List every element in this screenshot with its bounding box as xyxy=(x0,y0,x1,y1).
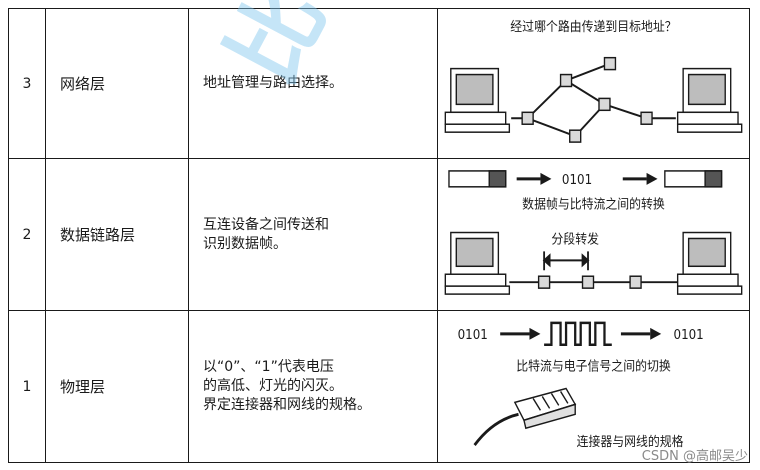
route-links xyxy=(511,62,676,138)
table-row: 1 物理层 以“0”、“1”代表电压 的高低、灯光的闪灭。 界定连接器和网线的规… xyxy=(8,310,750,463)
layer-number: 2 xyxy=(8,158,46,311)
square-wave-icon xyxy=(544,321,612,347)
description-line: 界定连接器和网线的规格。 xyxy=(203,397,371,413)
table-row: 2 数据链路层 互连设备之间传送和 识别数据帧。 0101 xyxy=(8,158,750,311)
bitstream-in-text: 0101 xyxy=(458,326,488,342)
computer-icon xyxy=(444,231,511,295)
network-connector-icon xyxy=(473,387,577,447)
physical-figure-cell: 0101 0101 比特流与电子信号之间的切换 xyxy=(437,310,750,463)
computer-icon xyxy=(676,231,743,295)
layer-number: 3 xyxy=(8,8,46,159)
router-node-icon xyxy=(603,56,617,71)
router-node-icon xyxy=(569,129,582,143)
layer-number: 1 xyxy=(8,310,46,463)
network-figure-cell: 经过哪个路由传递到目标地址？ xyxy=(437,8,750,159)
computer-icon xyxy=(444,67,511,133)
router-node-icon xyxy=(629,275,642,289)
bitstream-text: 0101 xyxy=(562,171,592,187)
bitstream-out-text: 0101 xyxy=(674,326,704,342)
credit-text: CSDN @高邮吴少 xyxy=(641,449,748,464)
router-node-icon xyxy=(521,111,534,125)
segment-label: 分段转发 xyxy=(551,231,599,247)
description-line: 地址管理与路由选择。 xyxy=(203,75,343,91)
layer-name: 物理层 xyxy=(45,310,189,463)
datalink-caption: 数据帧与比特流之间的转换 xyxy=(522,196,665,212)
description-line: 以“0”、“1”代表电压 xyxy=(203,359,334,375)
arrow-right-icon xyxy=(516,172,552,185)
arrow-right-icon xyxy=(500,327,541,340)
layer-description: 互连设备之间传送和 识别数据帧。 xyxy=(188,158,438,311)
router-node-icon xyxy=(598,97,611,112)
signal-diagram: 0101 0101 比特流与电子信号之间的切换 xyxy=(458,321,704,450)
layer-description: 以“0”、“1”代表电压 的高低、灯光的闪灭。 界定连接器和网线的规格。 xyxy=(188,310,438,463)
data-frame-icon xyxy=(664,170,723,188)
routing-diagram: 经过哪个路由传递到目标地址？ xyxy=(444,18,743,143)
description-line: 的高低、灯光的闪灭。 xyxy=(203,378,343,394)
router-node-icon xyxy=(537,275,551,289)
layer-description: 地址管理与路由选择。 xyxy=(188,8,438,159)
network-caption: 经过哪个路由传递到目标地址？ xyxy=(510,18,676,34)
router-node-icon xyxy=(559,73,573,88)
double-arrow-icon xyxy=(542,251,590,271)
arrow-right-icon xyxy=(620,327,662,340)
data-frame-icon xyxy=(448,170,507,188)
router-node-icon xyxy=(581,275,595,289)
layer-name: 数据链路层 xyxy=(45,158,189,311)
computer-icon xyxy=(676,67,743,133)
physical-caption: 比特流与电子信号之间的切换 xyxy=(516,358,671,374)
description-line: 互连设备之间传送和 xyxy=(203,216,329,233)
connector-caption: 连接器与网线的规格 xyxy=(577,434,685,450)
table-row: 3 网络层 地址管理与路由选择。 经过哪个路由传递到目标地址？ xyxy=(8,8,750,159)
layer-name: 网络层 xyxy=(45,8,189,159)
osi-layer-table: 3 网络层 地址管理与路由选择。 经过哪个路由传递到目标地址？ xyxy=(8,8,750,463)
frame-diagram: 0101 数据帧与比特流之间的转换 分段转发 xyxy=(444,170,743,295)
router-node-icon xyxy=(640,111,653,125)
datalink-figure-cell: 0101 数据帧与比特流之间的转换 分段转发 xyxy=(437,158,750,311)
arrow-right-icon xyxy=(622,172,658,185)
description-line: 识别数据帧。 xyxy=(203,235,287,252)
